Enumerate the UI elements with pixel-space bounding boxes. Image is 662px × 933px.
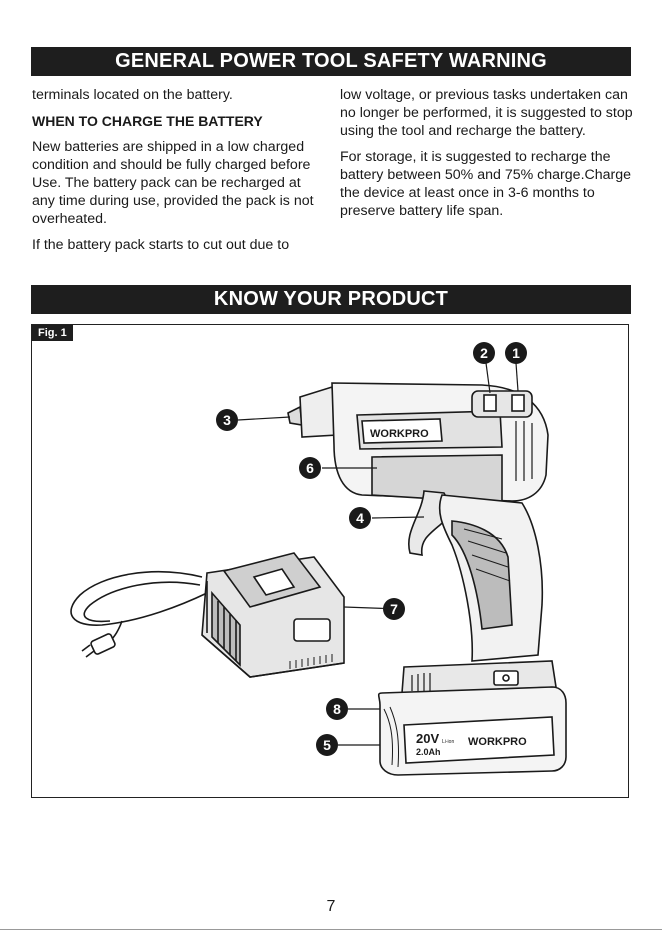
battery-brand-label: WORKPRO <box>468 736 527 748</box>
callout-2: 2 <box>473 342 495 364</box>
figure-label: Fig. 1 <box>32 325 73 341</box>
right-paragraph-1: low voltage, or previous tasks undertake… <box>340 87 633 139</box>
svg-text:1: 1 <box>512 345 520 361</box>
callout-7: 7 <box>383 598 405 620</box>
callout-8: 8 <box>326 698 348 720</box>
page-number: 7 <box>326 898 336 915</box>
know-your-product-banner: KNOW YOUR PRODUCT <box>31 285 631 314</box>
safety-warning-banner: GENERAL POWER TOOL SAFETY WARNING <box>31 47 631 76</box>
left-text-column: terminals located on the battery. WHEN T… <box>32 86 324 262</box>
callout-lines <box>237 362 519 746</box>
left-paragraph-1: terminals located on the battery. <box>32 87 233 103</box>
svg-text:3: 3 <box>223 412 231 428</box>
product-figure: 1 2 3 4 5 6 7 8 WORKPRO <box>31 324 629 798</box>
svg-text:8: 8 <box>333 701 341 717</box>
battery-chemistry-label: Li-ion <box>442 739 454 745</box>
charge-battery-heading: WHEN TO CHARGE THE BATTERY <box>32 113 263 129</box>
left-paragraph-2: New batteries are shipped in a low charg… <box>32 139 314 227</box>
callout-6: 6 <box>299 457 321 479</box>
right-paragraph-2: For storage, it is suggested to recharge… <box>340 149 632 219</box>
svg-text:4: 4 <box>356 510 364 526</box>
callout-4: 4 <box>349 507 371 529</box>
know-your-product-title: KNOW YOUR PRODUCT <box>213 288 449 310</box>
battery-voltage-label: 20V <box>416 731 439 746</box>
bottom-rule <box>0 929 662 930</box>
svg-text:7: 7 <box>390 601 398 617</box>
svg-text:5: 5 <box>323 737 331 753</box>
svg-text:6: 6 <box>306 460 314 476</box>
tool-brand-label: WORKPRO <box>370 428 429 440</box>
safety-warning-title: GENERAL POWER TOOL SAFETY WARNING <box>115 50 547 72</box>
charger-illustration <box>70 552 345 678</box>
callout-5: 5 <box>316 734 338 756</box>
glue-gun-illustration <box>287 382 567 776</box>
callout-3: 3 <box>216 409 238 431</box>
callout-1: 1 <box>505 342 527 364</box>
product-illustration: 1 2 3 4 5 6 7 8 WORKPRO <box>70 342 567 776</box>
battery-capacity-label: 2.0Ah <box>416 747 441 757</box>
left-paragraph-3: If the battery pack starts to cut out du… <box>32 237 290 253</box>
svg-text:2: 2 <box>480 345 488 361</box>
right-text-column: low voltage, or previous tasks undertake… <box>340 86 636 228</box>
